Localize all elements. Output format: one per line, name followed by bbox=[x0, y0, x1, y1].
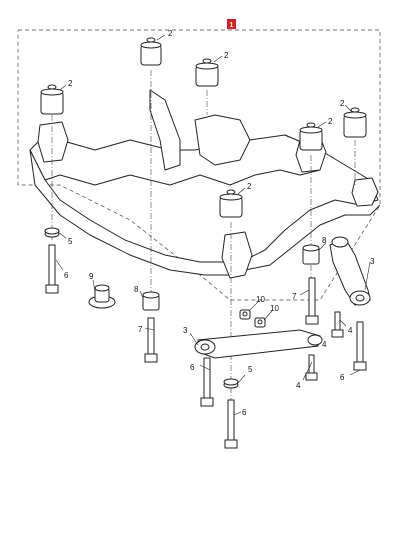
clip-2 bbox=[254, 317, 266, 328]
callout-badge-1[interactable]: 1 bbox=[227, 19, 236, 29]
label-part-2[interactable]: 2 bbox=[168, 29, 173, 38]
label-part-6[interactable]: 6 bbox=[242, 408, 247, 417]
washer-1 bbox=[44, 227, 60, 238]
bolt-medium-1 bbox=[144, 317, 158, 363]
bushing-6 bbox=[219, 189, 243, 218]
rear-lower-arm bbox=[194, 329, 323, 359]
callout-badge-bg bbox=[227, 19, 236, 29]
sleeve-2 bbox=[302, 244, 320, 265]
label-part-2[interactable]: 2 bbox=[328, 117, 333, 126]
bolt-long-2 bbox=[200, 357, 214, 407]
bushing-1 bbox=[140, 37, 162, 66]
bushing-2 bbox=[195, 58, 219, 87]
subframe bbox=[29, 89, 381, 279]
label-part-7[interactable]: 7 bbox=[292, 292, 297, 301]
label-part-2[interactable]: 2 bbox=[340, 99, 345, 108]
bolt-long-3 bbox=[224, 399, 238, 449]
label-part-4[interactable]: 4 bbox=[296, 381, 301, 390]
label-part-7[interactable]: 7 bbox=[138, 325, 143, 334]
bushings-upper bbox=[40, 37, 367, 218]
bolt-long-4 bbox=[353, 321, 367, 371]
bolt-long-1 bbox=[45, 244, 59, 294]
label-part-3[interactable]: 3 bbox=[183, 326, 188, 335]
clips bbox=[239, 309, 266, 328]
bolt-small-1 bbox=[331, 311, 344, 338]
cap bbox=[88, 284, 116, 309]
bushing-5 bbox=[343, 107, 367, 138]
sleeves bbox=[142, 244, 320, 311]
label-part-6[interactable]: 6 bbox=[64, 271, 69, 280]
bushing-4 bbox=[299, 122, 323, 151]
label-part-2[interactable]: 2 bbox=[224, 51, 229, 60]
washers bbox=[44, 227, 239, 389]
leader-lines bbox=[55, 34, 371, 416]
label-part-2[interactable]: 2 bbox=[68, 79, 73, 88]
label-part-4[interactable]: 4 bbox=[322, 340, 327, 349]
bushing-3 bbox=[40, 84, 64, 115]
label-part-3[interactable]: 3 bbox=[370, 257, 375, 266]
label-part-5[interactable]: 5 bbox=[68, 237, 73, 246]
label-part-4[interactable]: 4 bbox=[348, 326, 353, 335]
label-part-6[interactable]: 6 bbox=[190, 363, 195, 372]
bolt-small-2 bbox=[305, 354, 318, 381]
label-part-9[interactable]: 9 bbox=[89, 272, 94, 281]
label-part-10[interactable]: 10 bbox=[256, 295, 265, 304]
clip-1 bbox=[239, 309, 251, 320]
label-part-10[interactable]: 10 bbox=[270, 304, 279, 313]
bolts-small bbox=[305, 311, 344, 381]
callout-badge-label: 1 bbox=[230, 22, 234, 29]
bolt-medium-2 bbox=[305, 277, 319, 325]
label-part-5[interactable]: 5 bbox=[248, 365, 253, 374]
bolts-long bbox=[45, 244, 367, 449]
label-part-2[interactable]: 2 bbox=[247, 182, 252, 191]
label-part-8[interactable]: 8 bbox=[134, 285, 139, 294]
right-lower-arm bbox=[329, 236, 371, 306]
washer-2 bbox=[223, 378, 239, 389]
sleeve-1 bbox=[142, 291, 160, 311]
label-part-8[interactable]: 8 bbox=[322, 236, 327, 245]
bolts-medium bbox=[144, 277, 319, 363]
part-labels: 2 2 2 2 2 2 5 5 6 6 6 6 7 7 4 4 4 8 8 9 … bbox=[64, 29, 375, 417]
label-part-6[interactable]: 6 bbox=[340, 373, 345, 382]
